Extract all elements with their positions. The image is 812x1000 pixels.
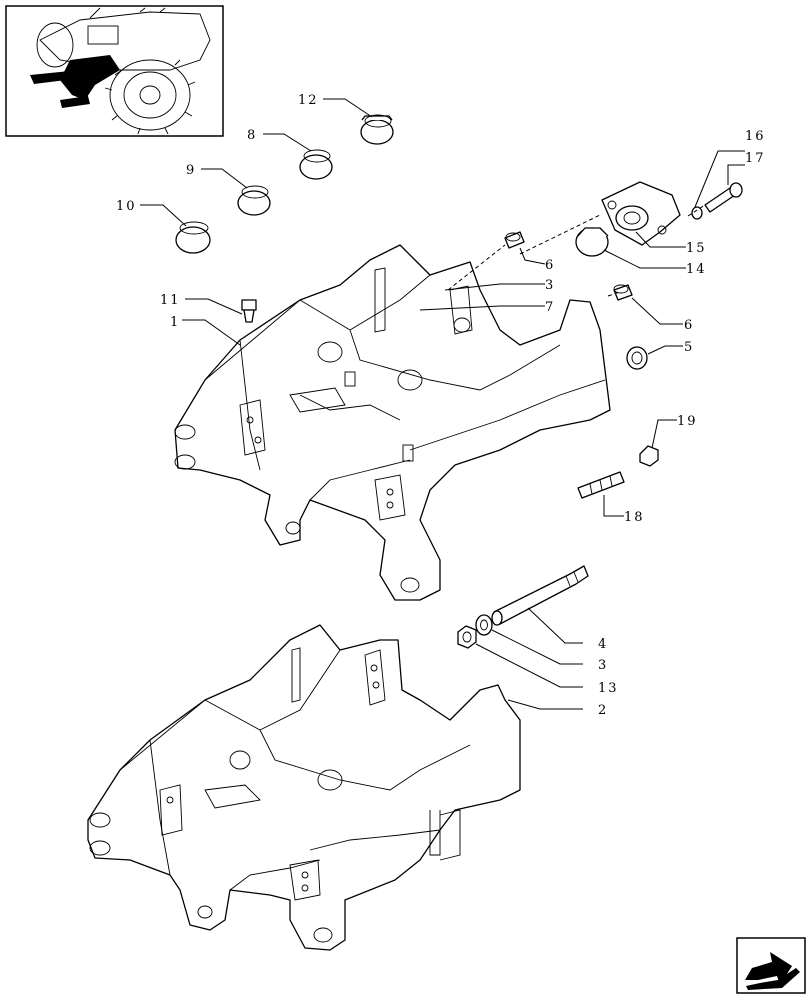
bolt-17 — [704, 182, 743, 213]
flange-15 — [601, 181, 681, 246]
washer-3-lower — [475, 614, 493, 636]
callout-labels: 1 2 3 3 4 5 6 6 7 8 9 10 11 12 13 14 15 … — [116, 93, 766, 718]
callout-3b: 3 — [598, 658, 608, 673]
plug-12 — [360, 114, 394, 145]
tractor-locator-icon — [5, 5, 224, 137]
front-support-upper-1 — [174, 244, 611, 601]
nut-13 — [457, 625, 477, 649]
nut-19 — [639, 445, 659, 467]
callout-15: 15 — [686, 241, 707, 256]
callout-6b: 6 — [684, 318, 694, 333]
callout-18: 18 — [624, 510, 645, 525]
dowel-pin-6b — [613, 284, 633, 301]
callout-10: 10 — [116, 199, 137, 214]
stud-4 — [491, 565, 589, 626]
callout-14: 14 — [686, 262, 707, 277]
washer-16 — [691, 206, 703, 220]
plug-8 — [299, 149, 333, 180]
callout-6a: 6 — [545, 258, 555, 273]
callout-17: 17 — [745, 151, 766, 166]
leader-lines — [140, 98, 745, 710]
callout-1: 1 — [170, 315, 180, 330]
callout-13: 13 — [598, 681, 619, 696]
callout-11: 11 — [160, 293, 181, 308]
front-support-lower-2 — [87, 624, 521, 951]
callout-7: 7 — [545, 300, 555, 315]
next-page-arrow-icon[interactable] — [736, 937, 806, 994]
callout-8: 8 — [247, 128, 257, 143]
spacer-14 — [575, 227, 609, 257]
callout-2: 2 — [598, 703, 608, 718]
callout-9: 9 — [186, 163, 196, 178]
screw-11 — [241, 299, 257, 323]
callout-3a: 3 — [545, 278, 555, 293]
callout-12: 12 — [298, 93, 319, 108]
callout-19: 19 — [677, 414, 698, 429]
dowel-pin-6a — [504, 231, 525, 249]
plug-9 — [237, 185, 271, 216]
washer-5 — [626, 346, 648, 370]
plug-10 — [175, 221, 211, 254]
callout-16: 16 — [745, 129, 766, 144]
callout-5: 5 — [684, 340, 694, 355]
callout-4: 4 — [598, 637, 608, 652]
stud-18 — [577, 471, 625, 499]
